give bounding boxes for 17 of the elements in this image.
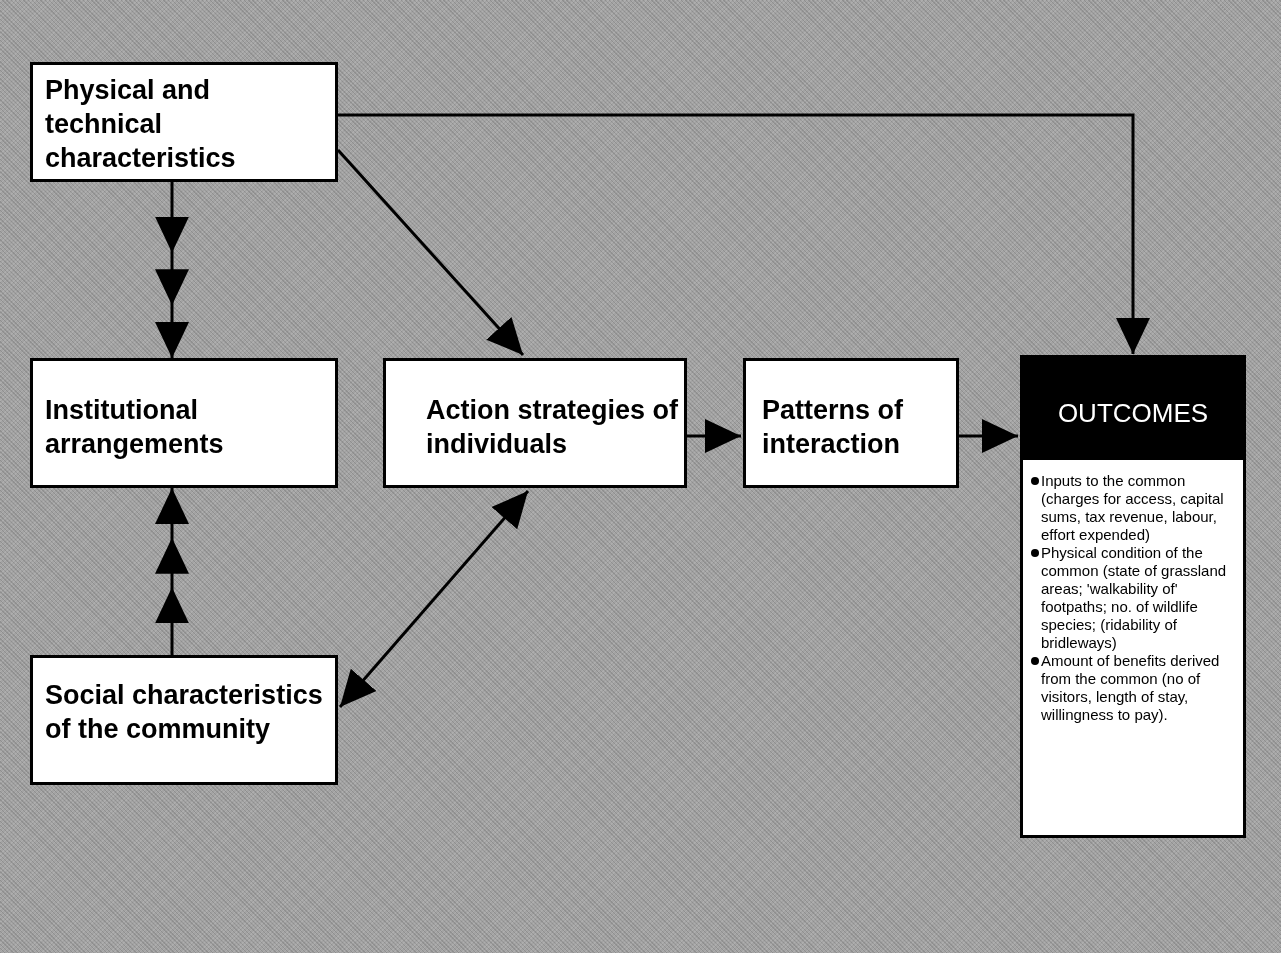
process-box: Institutional arrangements [30,358,338,488]
arrow [338,113,1150,354]
process-box: Patterns of interaction [743,358,959,488]
arrow [336,149,525,356]
process-box: Physical and technical characteristics [30,62,338,182]
outcome-item: Amount of benefits derived from the common (no of visitors, length of stay, willingness to pay). [1041,652,1221,724]
process-box: Social characteristics of the community [30,655,338,785]
arrow [155,182,189,358]
outcome-item: Physical condition of the common (state of grassland areas; 'walkability of' footpaths; no. of wildlife species; (ridability of bridleways) [1041,544,1228,652]
arrow [155,488,189,655]
outcomes-header: OUTCOMES [1023,358,1243,460]
outcome-item: Inputs to the common (charges for access, capital sums, tax revenue, labour, effort expended) [1041,472,1225,544]
arrow [687,419,741,453]
arrow [959,419,1018,453]
process-box: Action strategies of individuals [383,358,687,488]
arrow [338,490,530,708]
outcomes-box [1020,355,1246,838]
